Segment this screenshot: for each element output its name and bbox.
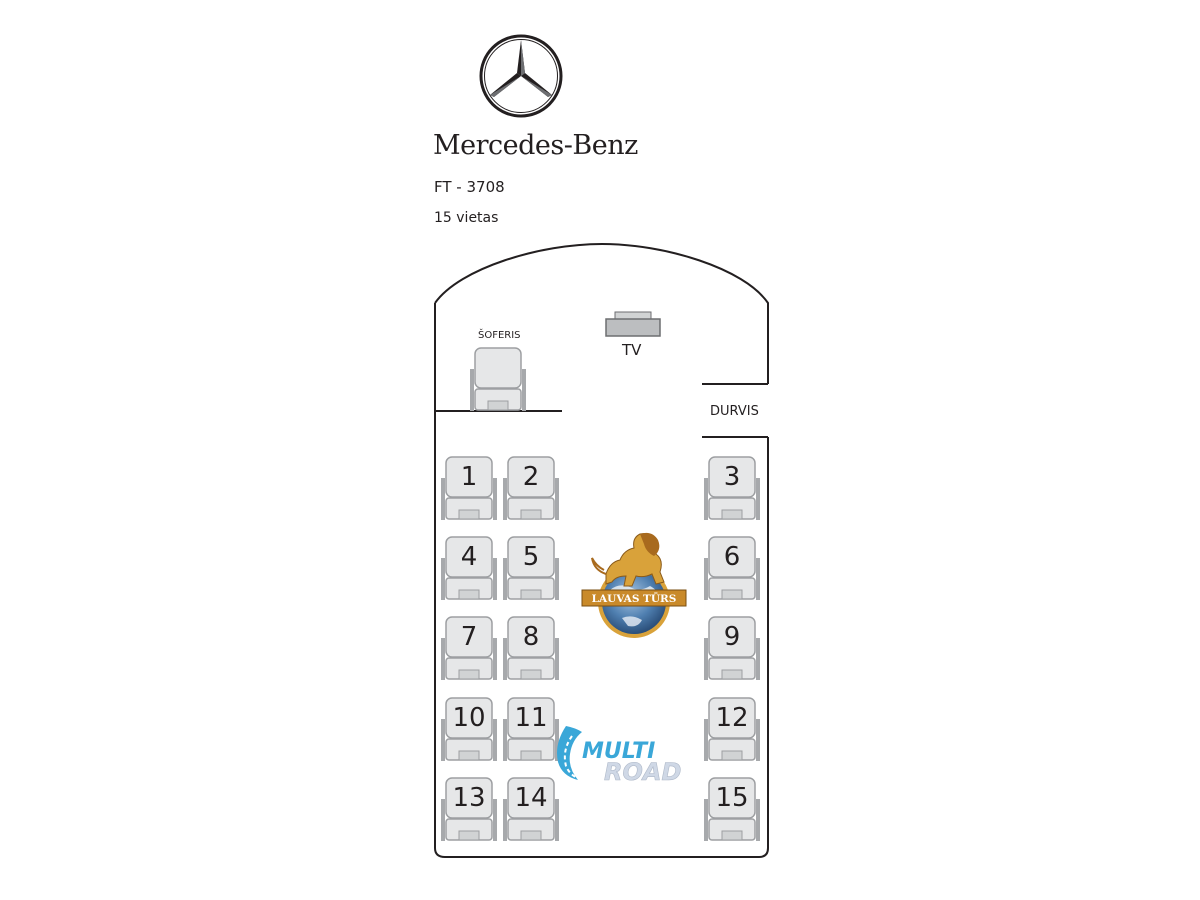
seat-6[interactable]: 6 [704,536,760,600]
seat-icon [441,777,497,841]
seat-number: 2 [522,462,540,492]
seat-14[interactable]: 14 [503,777,559,841]
seat-5[interactable]: 5 [503,536,559,600]
lauvas-turs-logo-text: LAUVAS TŪRS [592,591,677,605]
seat-icon [503,697,559,761]
seat-icon [704,456,760,520]
seat-12[interactable]: 12 [704,697,760,761]
seat-icon [503,777,559,841]
multi-road-text-line2: ROAD [604,758,681,784]
seat-icon [441,616,497,680]
seat-icon [704,536,760,600]
seat-number: 14 [514,783,548,813]
seat-3[interactable]: 3 [704,456,760,520]
seat-4[interactable]: 4 [441,536,497,600]
seat-2[interactable]: 2 [503,456,559,520]
seat-11[interactable]: 11 [503,697,559,761]
seat-number: 7 [460,622,478,652]
seat-icon [503,536,559,600]
lauvas-turs-logo: LAUVAS TŪRS [581,532,687,638]
tv-icon [605,311,661,337]
seat-15[interactable]: 15 [704,777,760,841]
multi-road-text-line1: MULTI [582,739,655,764]
seat-10[interactable]: 10 [441,697,497,761]
seat-icon [503,616,559,680]
driver-label: ŠOFERIS [478,330,521,341]
seat-number: 11 [514,703,548,733]
seat-9[interactable]: 9 [704,616,760,680]
seat-number: 12 [715,703,749,733]
seat-number: 4 [460,542,478,572]
seat-number: 9 [723,622,741,652]
seat-1[interactable]: 1 [441,456,497,520]
driver-seat [470,347,526,411]
seat-icon [441,536,497,600]
seat-number: 1 [460,462,478,492]
seat-icon [470,347,526,411]
seat-number: 10 [452,703,486,733]
seat-icon [704,616,760,680]
tv-label: TV [622,341,642,359]
seat-icon [704,697,760,761]
seat-number: 5 [522,542,540,572]
mercedes-benz-star-icon [479,34,563,118]
seat-number: 8 [522,622,540,652]
seat-number: 13 [452,783,486,813]
seat-number: 15 [715,783,749,813]
seat-icon [503,456,559,520]
door-label: DURVIS [710,404,759,419]
seat-icon [704,777,760,841]
brand-name: Mercedes-Benz [433,130,638,161]
bus-model: FT - 3708 [434,178,505,196]
seat-8[interactable]: 8 [503,616,559,680]
seat-number: 3 [723,462,741,492]
seat-icon [441,697,497,761]
seat-icon [441,456,497,520]
seat-7[interactable]: 7 [441,616,497,680]
multi-road-logo: MULTI ROAD [557,726,682,784]
seat-capacity: 15 vietas [434,210,499,226]
seat-number: 6 [723,542,741,572]
seat-13[interactable]: 13 [441,777,497,841]
